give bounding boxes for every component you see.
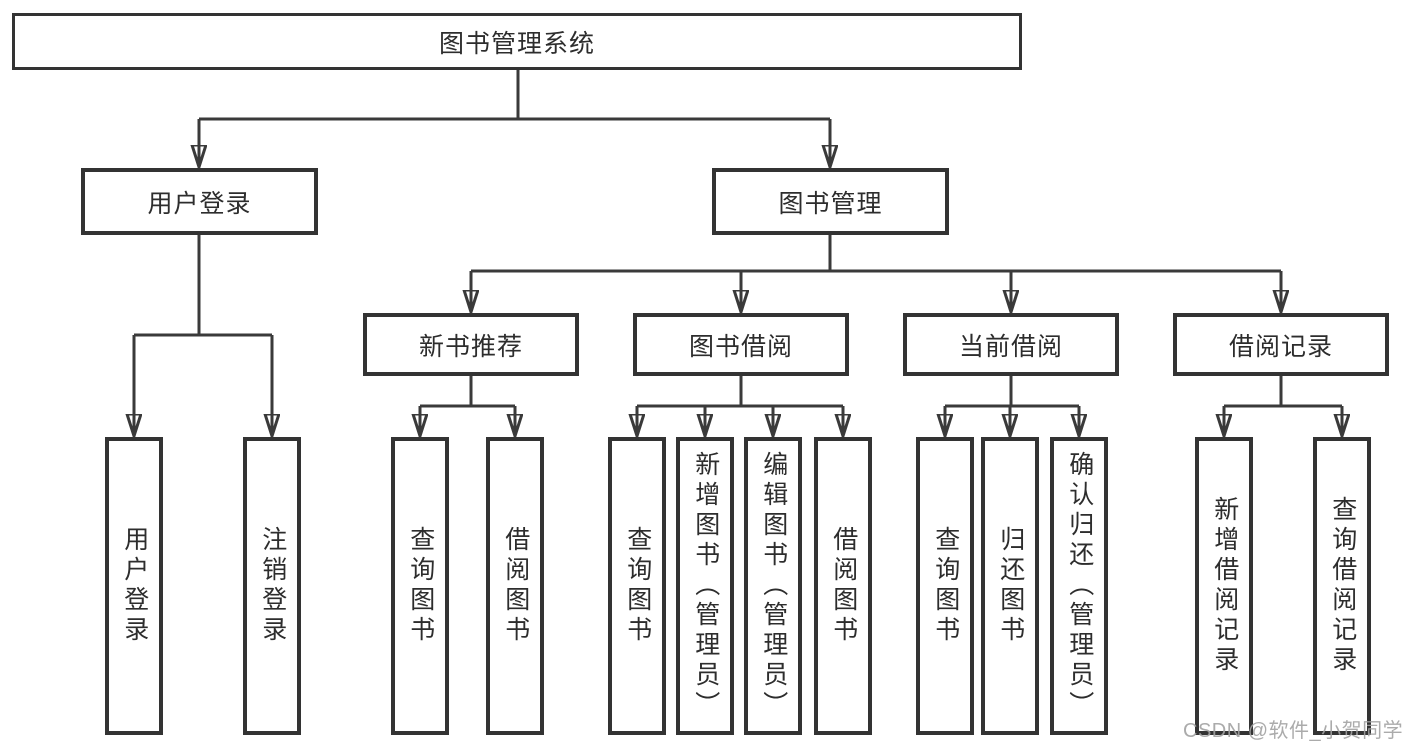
node-user-login: 用户登录 (81, 168, 318, 235)
leaf-label: 新增借阅记录 (1210, 496, 1239, 676)
leaf-label: 归还图书 (996, 526, 1025, 646)
node-label: 图书管理 (778, 189, 883, 218)
leaf-label: 确认归还（管理员） (1065, 451, 1094, 721)
leaf-borrow-books-recommend: 借阅图书 (486, 437, 544, 735)
connector-book-management-to-level3 (471, 235, 1281, 311)
node-label: 当前借阅 (958, 332, 1063, 361)
node-label: 图书管理系统 (438, 29, 595, 58)
connector-borrowing-records-to-leaves (1224, 376, 1342, 435)
leaf-label: 用户登录 (120, 526, 149, 646)
leaf-label: 查询图书 (406, 526, 435, 646)
leaf-add-borrow-record: 新增借阅记录 (1195, 437, 1253, 735)
connector-current-borrowing-to-leaves (945, 376, 1079, 435)
node-label: 用户登录 (147, 189, 252, 218)
node-label: 借阅记录 (1228, 332, 1333, 361)
node-book-borrowing: 图书借阅 (633, 313, 849, 376)
connector-root-to-level2 (199, 70, 830, 166)
leaf-borrow-books-borrowing: 借阅图书 (814, 437, 872, 735)
node-book-management: 图书管理 (712, 168, 949, 235)
leaf-query-books-recommend: 查询图书 (391, 437, 449, 735)
leaf-query-books-current: 查询图书 (916, 437, 974, 735)
leaf-label: 查询图书 (931, 526, 960, 646)
leaf-edit-books-admin: 编辑图书（管理员） (744, 437, 802, 735)
connector-book-borrowing-to-leaves (637, 376, 843, 435)
node-root-library-system: 图书管理系统 (12, 13, 1022, 70)
leaf-query-borrow-record: 查询借阅记录 (1313, 437, 1371, 735)
leaf-label: 借阅图书 (829, 526, 858, 646)
leaf-user-login: 用户登录 (105, 437, 163, 735)
node-label: 新书推荐 (418, 332, 523, 361)
connector-new-book-recommend-to-leaves (420, 376, 515, 435)
leaf-label: 编辑图书（管理员） (759, 451, 788, 721)
leaf-logout: 注销登录 (243, 437, 301, 735)
node-label: 图书借阅 (688, 332, 793, 361)
node-current-borrowing: 当前借阅 (903, 313, 1119, 376)
leaf-label: 查询图书 (623, 526, 652, 646)
leaf-return-books: 归还图书 (981, 437, 1039, 735)
leaf-label: 注销登录 (258, 526, 287, 646)
leaf-label: 查询借阅记录 (1328, 496, 1357, 676)
node-borrowing-records: 借阅记录 (1173, 313, 1389, 376)
leaf-add-books-admin: 新增图书（管理员） (676, 437, 734, 735)
leaf-label: 新增图书（管理员） (691, 451, 720, 721)
node-new-book-recommend: 新书推荐 (363, 313, 579, 376)
leaf-confirm-return-admin: 确认归还（管理员） (1050, 437, 1108, 735)
leaf-label: 借阅图书 (501, 526, 530, 646)
csdn-watermark: CSDN @软件_小贺同学 (1183, 720, 1404, 742)
leaf-query-books-borrowing: 查询图书 (608, 437, 666, 735)
connector-user-login-to-leaves (134, 235, 272, 435)
